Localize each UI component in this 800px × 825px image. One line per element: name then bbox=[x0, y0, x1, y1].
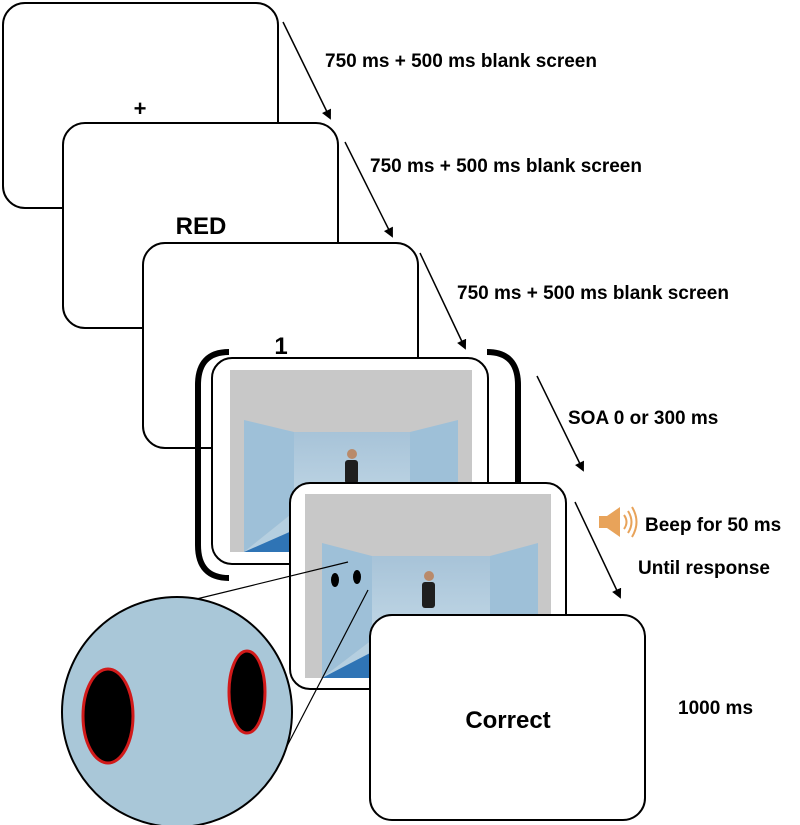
arrow-3 bbox=[419, 252, 467, 350]
zoomed-dot-right bbox=[227, 649, 267, 735]
speaker-icon bbox=[599, 506, 638, 538]
zoom-line-top bbox=[179, 561, 349, 604]
person-figure bbox=[422, 571, 435, 608]
feedback-text: Correct bbox=[465, 707, 550, 734]
probe-dot-right bbox=[353, 570, 361, 584]
left-bracket bbox=[195, 349, 230, 581]
arrow-4 bbox=[536, 375, 584, 472]
number-stimulus: 1 bbox=[274, 333, 287, 360]
arrow-2 bbox=[344, 141, 393, 238]
zoom-inset bbox=[61, 596, 293, 825]
timing-label-6: 1000 ms bbox=[678, 698, 753, 719]
color-word: RED bbox=[176, 213, 227, 240]
zoom-line-bottom bbox=[284, 589, 369, 751]
beep-label: Beep for 50 ms bbox=[645, 515, 781, 536]
zoomed-dot-left bbox=[81, 667, 135, 765]
timing-label-3: 750 ms + 500 ms blank screen bbox=[457, 283, 729, 304]
person-figure bbox=[345, 449, 358, 484]
timing-label-5: Until response bbox=[638, 558, 770, 579]
probe-dot-left bbox=[331, 573, 339, 587]
fixation-cross: + bbox=[134, 96, 147, 121]
arrow-1 bbox=[282, 21, 331, 120]
feedback-screen: Correct bbox=[369, 614, 646, 821]
arrow-5 bbox=[574, 501, 622, 599]
timing-label-4: SOA 0 or 300 ms bbox=[568, 408, 718, 429]
timing-label-1: 750 ms + 500 ms blank screen bbox=[325, 51, 597, 72]
timing-label-2: 750 ms + 500 ms blank screen bbox=[370, 156, 642, 177]
